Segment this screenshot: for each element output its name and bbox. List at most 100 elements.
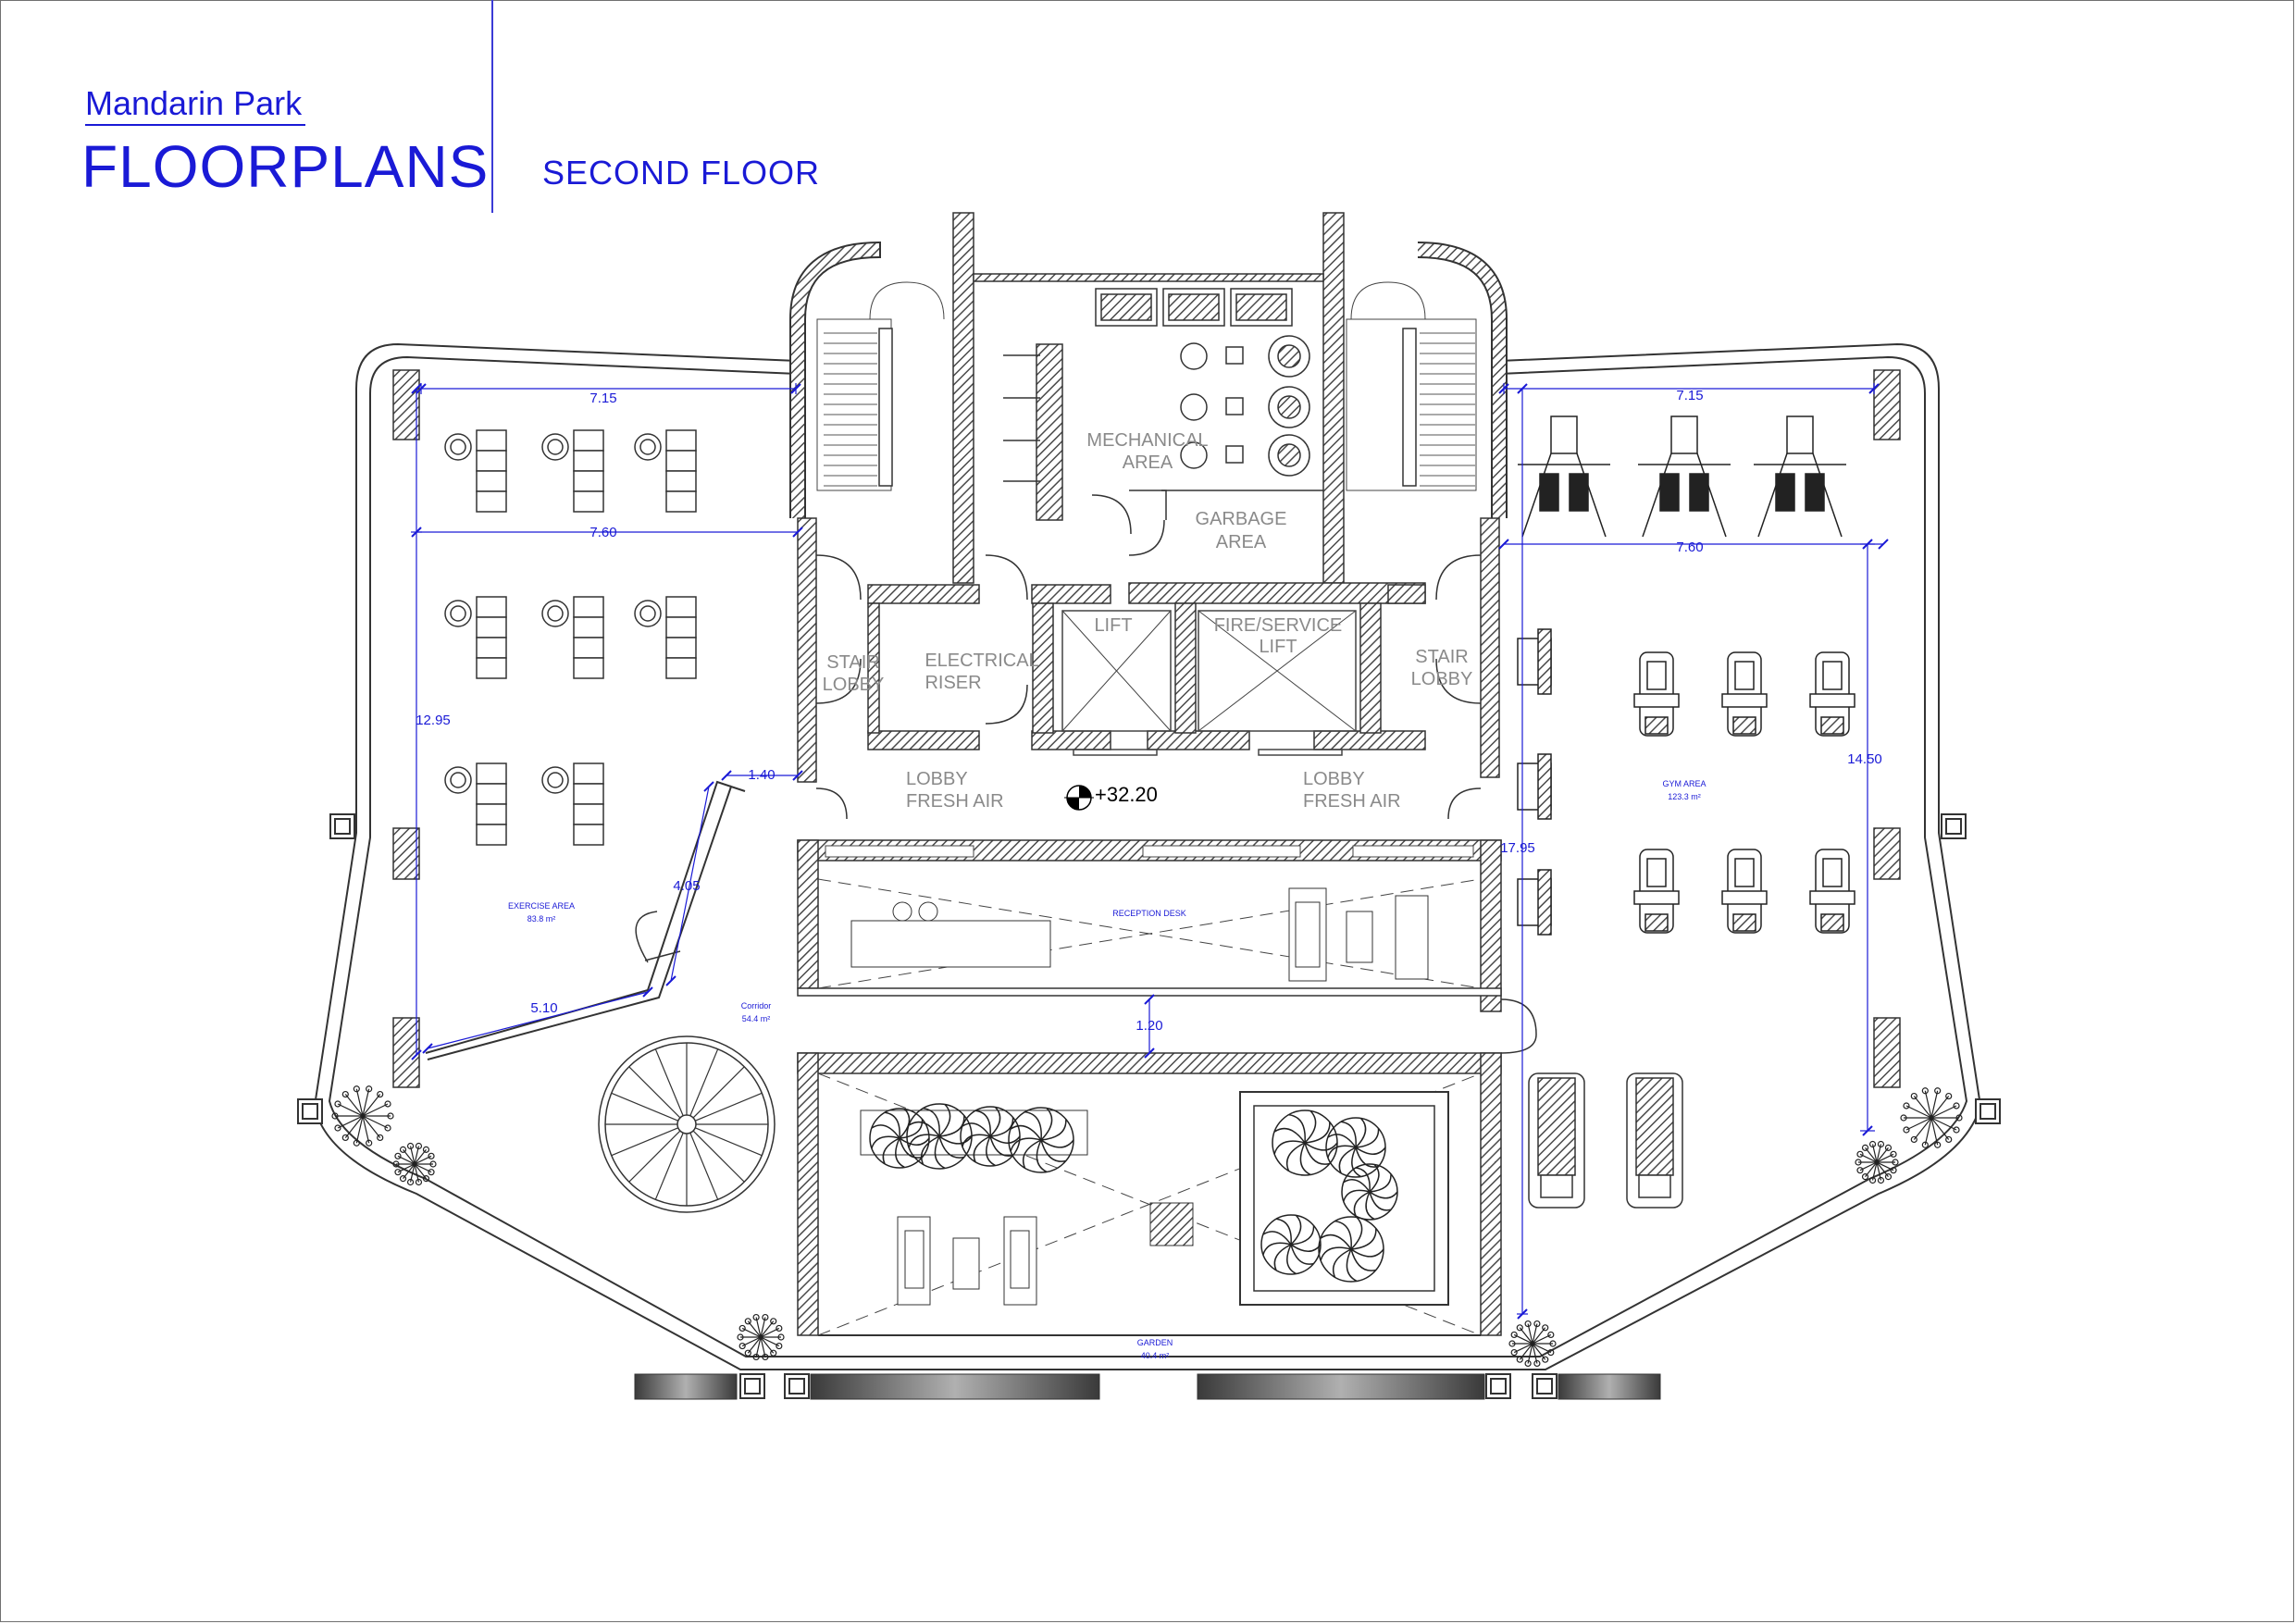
- value-corridor-area: 54.4 m²: [742, 1014, 771, 1023]
- plant-tip: [1934, 1087, 1942, 1095]
- exercise-bike: [1721, 849, 1768, 934]
- plant: [1508, 1320, 1557, 1368]
- tree-branch: [1338, 1147, 1357, 1174]
- spiral-stair-treads: [605, 1043, 768, 1206]
- lift-shafts: [1061, 610, 1357, 756]
- right-stair-tower: [1350, 242, 1508, 518]
- value-gym-area: 123.3 m²: [1668, 792, 1701, 801]
- plant-leaf: [355, 1115, 364, 1144]
- tree-branch: [1350, 1217, 1363, 1250]
- tree-branch: [1285, 1142, 1306, 1172]
- bike-seat: [1646, 858, 1667, 887]
- plant-leaf: [1905, 1105, 1932, 1119]
- tree-branch: [1273, 1140, 1306, 1155]
- plant-leaf: [362, 1103, 389, 1117]
- plant-tip: [428, 1169, 435, 1176]
- plant-tip: [738, 1324, 746, 1333]
- plant-leaf: [1930, 1105, 1957, 1119]
- tree-branch: [1040, 1139, 1074, 1148]
- plant-leaf: [1930, 1117, 1957, 1131]
- tree: [1272, 1110, 1338, 1176]
- plant-tip: [1524, 1320, 1532, 1328]
- plant-tip: [422, 1146, 430, 1153]
- plant-tip: [406, 1142, 415, 1150]
- tree-branch: [1350, 1228, 1377, 1250]
- tree-branch: [899, 1137, 923, 1159]
- exercise-bench: [541, 429, 604, 513]
- plant-leaf: [362, 1088, 370, 1117]
- bench-pad: [665, 657, 697, 679]
- dimension-tick: [1498, 539, 1509, 550]
- plant-tip: [399, 1146, 407, 1153]
- plant-leaf: [1532, 1323, 1538, 1345]
- plant-tip: [384, 1100, 391, 1108]
- plant-tip: [1856, 1150, 1864, 1158]
- bike-pedals: [1633, 693, 1680, 708]
- plant-leaf: [1930, 1090, 1939, 1119]
- spiral-tread: [695, 1092, 763, 1122]
- bench-pad: [665, 616, 697, 638]
- tree-branch: [962, 1122, 991, 1137]
- plant-tip: [1877, 1140, 1885, 1148]
- plant-leaf: [1519, 1327, 1533, 1345]
- label-mechanical-area: AREA: [1123, 452, 1173, 473]
- tree-branch: [1343, 1179, 1371, 1193]
- bike-seat: [1734, 661, 1755, 690]
- plant-tip: [334, 1124, 341, 1132]
- plant-leaf: [760, 1336, 766, 1357]
- spiral-tread: [654, 1133, 684, 1200]
- plant-tip: [353, 1139, 360, 1147]
- plant-leaf: [1513, 1343, 1533, 1354]
- plant-tip: [1884, 1173, 1893, 1181]
- left-stair-tower: [789, 242, 945, 518]
- label-lobby-right: LOBBY: [1303, 769, 1365, 789]
- plant-tip: [1547, 1331, 1555, 1339]
- dimension-tick: [1144, 994, 1155, 1005]
- bench-pad: [476, 450, 507, 472]
- plant-tip: [1903, 1126, 1910, 1134]
- tree-branch: [1036, 1139, 1048, 1173]
- rack-top: [1550, 415, 1578, 454]
- core-walls: [797, 212, 1500, 783]
- tree-branch: [989, 1135, 1021, 1144]
- dimension-tick: [411, 1049, 422, 1060]
- dimension-ticks: [411, 383, 1889, 1320]
- tree-branch: [938, 1135, 973, 1145]
- gym-machines: [1518, 415, 1855, 934]
- tree-branch: [1286, 1244, 1297, 1275]
- plant-tip: [770, 1318, 777, 1325]
- rack-top: [1670, 415, 1698, 454]
- label-reception-desk: RECEPTION DESK: [1112, 909, 1186, 918]
- bike-base: [1732, 913, 1756, 932]
- label-garden: GARDEN: [1137, 1338, 1173, 1347]
- label-garbage: GARBAGE: [1196, 509, 1287, 529]
- exercise-bike: [1809, 651, 1855, 737]
- bench-pad: [573, 429, 604, 452]
- plant-leaf: [1519, 1343, 1533, 1360]
- plant-tip: [1868, 1176, 1877, 1184]
- plant-tip: [1921, 1141, 1929, 1148]
- tree-branch: [1040, 1108, 1053, 1141]
- plant-tip: [1934, 1141, 1942, 1148]
- dimension-tick: [1517, 1308, 1528, 1320]
- spiral-tread: [611, 1127, 678, 1157]
- tree: [906, 1103, 973, 1170]
- tree-branch: [938, 1135, 964, 1159]
- label-riser: RISER: [925, 673, 981, 693]
- tree-branch: [1346, 1248, 1358, 1283]
- mechanical-equipment: [1003, 288, 1323, 556]
- bench-seat-inner: [639, 605, 656, 622]
- label-stair-lobby-right: LOBBY: [1411, 669, 1473, 689]
- dimension-tick: [411, 383, 422, 394]
- bench-pad: [573, 450, 604, 472]
- plant-leaf: [1913, 1096, 1932, 1119]
- plant-leaf: [747, 1336, 762, 1354]
- bench-pad: [665, 429, 697, 452]
- plant-tip: [777, 1333, 785, 1341]
- label-corridor: Corridor: [741, 1001, 772, 1010]
- tree: [869, 1108, 930, 1169]
- plant-tip: [1542, 1356, 1549, 1363]
- dimension-lines: [411, 383, 1883, 1315]
- dimension-tick: [1862, 1125, 1873, 1136]
